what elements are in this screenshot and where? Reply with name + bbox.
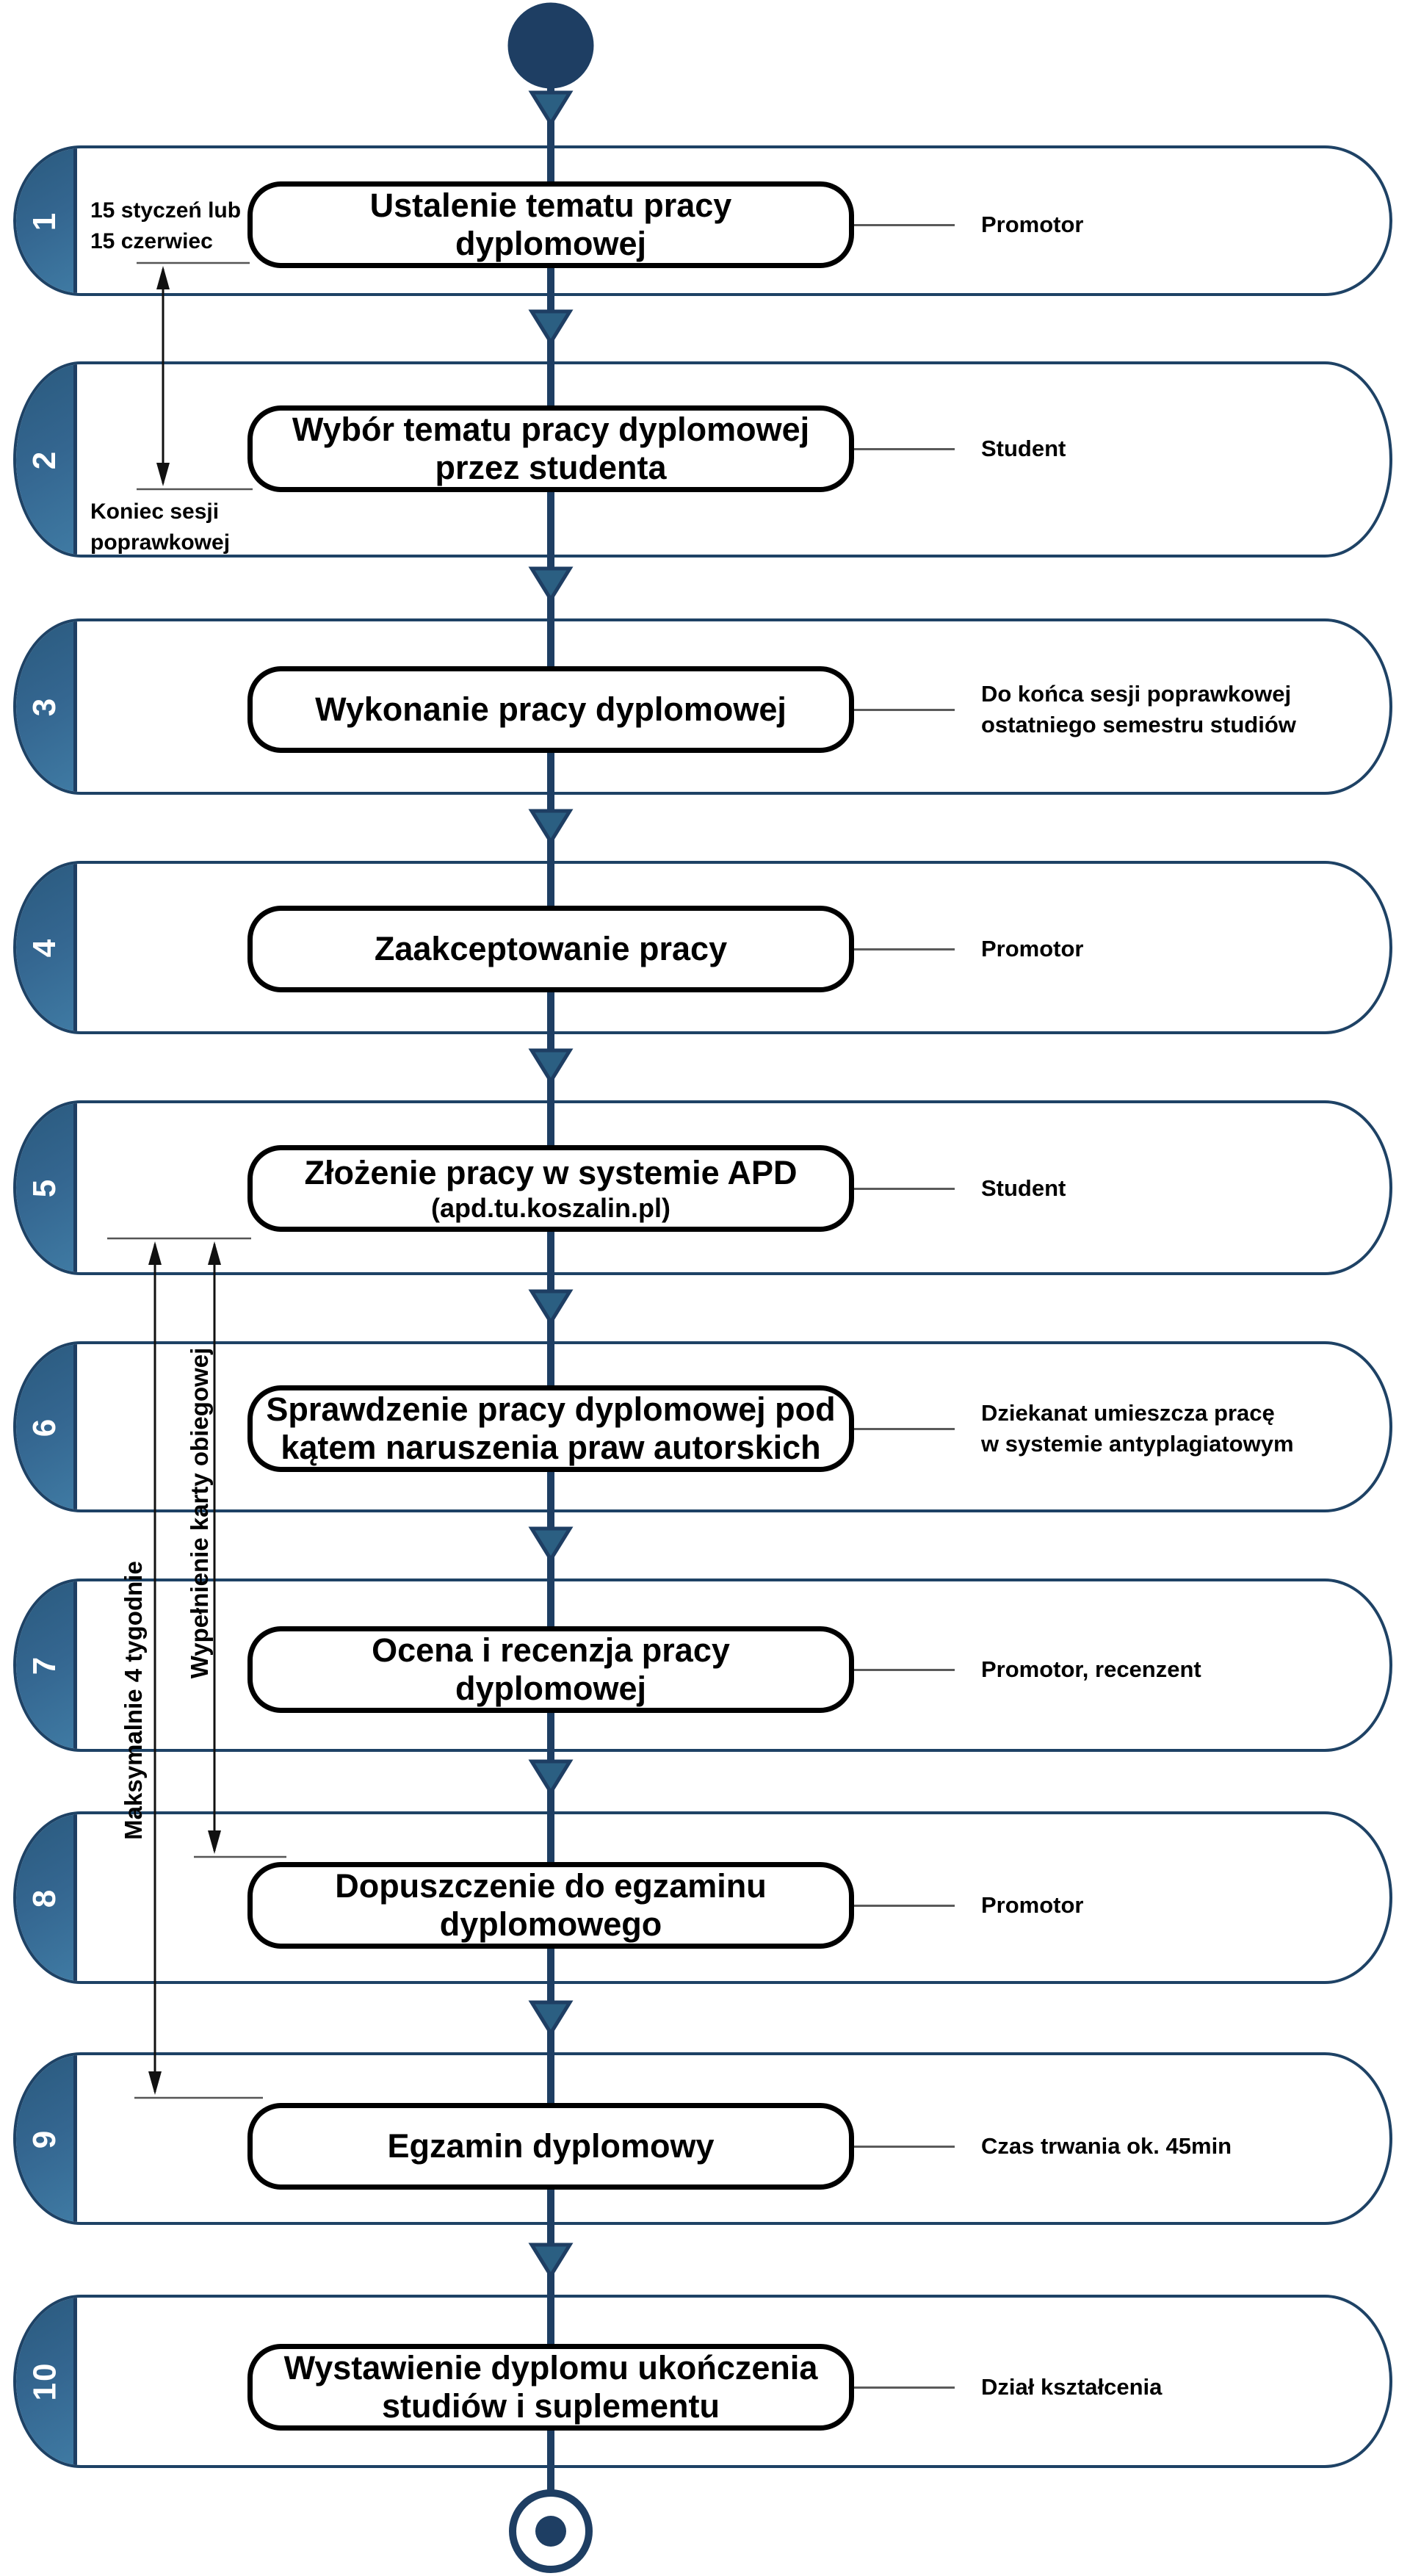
step-box-2: Wybór tematu pracy dyplomowej przez stud… — [247, 405, 854, 492]
actor-label: Dziekanat umieszcza pracę w systemie ant… — [981, 1400, 1294, 1457]
deadline-bottom-note: Koniec sesji poprawkowej — [90, 499, 231, 555]
actor-label: Do końca sesji poprawkowej ostatniego se… — [981, 681, 1296, 737]
start-node — [507, 2, 594, 89]
flow-arrowhead — [528, 309, 574, 346]
lane-number-tab: 9 — [16, 2055, 77, 2222]
clearance-card-note: Wypełnienie karty obiegowej — [186, 1347, 213, 1679]
actor-label: Promotor, recenzent — [981, 1656, 1201, 1683]
actor-label: Promotor — [981, 936, 1084, 962]
step-box-4: Zaakceptowanie pracy — [247, 906, 854, 992]
step-title: Sprawdzenie pracy dyplomowej pod kątem n… — [266, 1390, 836, 1466]
step-title: Złożenie pracy w systemie APD — [304, 1154, 798, 1192]
max-four-weeks-note: Maksymalnie 4 tygodnie — [120, 1561, 147, 1840]
lane-1: 1 — [13, 145, 1392, 296]
flow-arrowhead — [528, 809, 574, 845]
lane-number-tab: 3 — [16, 621, 77, 792]
step-box-8: Dopuszczenie do egzaminu dyplomowego — [247, 1862, 854, 1949]
flow-arrowhead — [528, 1759, 574, 1796]
step-box-5: Złożenie pracy w systemie APD(apd.tu.kos… — [247, 1145, 854, 1232]
actor-label: Student — [981, 1175, 1066, 1202]
lane-6: 6 — [13, 1341, 1392, 1512]
flow-arrowheads — [528, 90, 574, 2279]
actor-connector-line — [854, 709, 955, 711]
lane-number-tab: 6 — [16, 1344, 77, 1509]
interval-arrow-deadline — [137, 261, 253, 491]
actor-label: Promotor — [981, 212, 1084, 238]
lane-8: 8 — [13, 1811, 1392, 1984]
step-title: Wystawienie dyplomu ukończenia studiów i… — [283, 2348, 818, 2425]
actor-label: Czas trwania ok. 45min — [981, 2133, 1232, 2160]
flow-arrowhead — [528, 1289, 574, 1326]
lane-number-tab: 5 — [16, 1103, 77, 1272]
lane-number-tab: 8 — [16, 1814, 77, 1981]
lane-number-tab: 10 — [16, 2298, 77, 2465]
end-node — [509, 2489, 593, 2573]
lane-number-tab: 1 — [16, 148, 77, 293]
step-title: Wykonanie pracy dyplomowej — [315, 690, 787, 728]
step-title: Egzamin dyplomowy — [387, 2126, 715, 2165]
flow-arrowhead — [528, 1048, 574, 1085]
step-box-1: Ustalenie tematu pracy dyplomowej — [247, 181, 854, 268]
flow-arrowhead — [528, 1526, 574, 1563]
step-title: Wybór tematu pracy dyplomowej przez stud… — [292, 410, 810, 486]
actor-connector-line — [854, 1188, 955, 1190]
step-subtitle: (apd.tu.koszalin.pl) — [430, 1193, 670, 1224]
actor-connector-line — [854, 224, 955, 226]
actor-label: Promotor — [981, 1892, 1084, 1919]
flow-arrowhead — [528, 90, 574, 127]
step-title: Ustalenie tematu pracy dyplomowej — [369, 186, 732, 262]
lane-number-tab: 4 — [16, 864, 77, 1031]
actor-label: Student — [981, 436, 1066, 462]
actor-connector-line — [854, 2146, 955, 2148]
step-title: Ocena i recenzja pracy dyplomowej — [372, 1631, 730, 1707]
step-box-7: Ocena i recenzja pracy dyplomowej — [247, 1626, 854, 1713]
interval-arrow-clearance-card — [194, 1241, 286, 1858]
interval-arrow-four-weeks — [134, 1241, 263, 2099]
lane-number-tab: 7 — [16, 1581, 77, 1749]
actor-connector-line — [854, 1905, 955, 1907]
actor-connector-line — [854, 2386, 955, 2389]
step-box-10: Wystawienie dyplomu ukończenia studiów i… — [247, 2344, 854, 2431]
lane-number-tab: 2 — [16, 364, 77, 555]
actor-connector-line — [854, 448, 955, 450]
step-box-6: Sprawdzenie pracy dyplomowej pod kątem n… — [247, 1385, 854, 1472]
lane-3: 3 — [13, 618, 1392, 795]
actor-connector-line — [854, 948, 955, 950]
actor-connector-line — [854, 1428, 955, 1430]
flow-arrowhead — [528, 2000, 574, 2037]
flow-arrowhead — [528, 2243, 574, 2279]
deadline-top-note: 15 styczeń lub 15 czerwiec — [90, 198, 242, 253]
step-title: Zaakceptowanie pracy — [374, 929, 728, 967]
step-title: Dopuszczenie do egzaminu dyplomowego — [335, 1866, 767, 1943]
flow-arrowhead — [528, 566, 574, 603]
step-box-3: Wykonanie pracy dyplomowej — [247, 666, 854, 753]
step-box-9: Egzamin dyplomowy — [247, 2103, 854, 2190]
actor-label: Dział kształcenia — [981, 2374, 1163, 2400]
actor-connector-line — [854, 1669, 955, 1671]
